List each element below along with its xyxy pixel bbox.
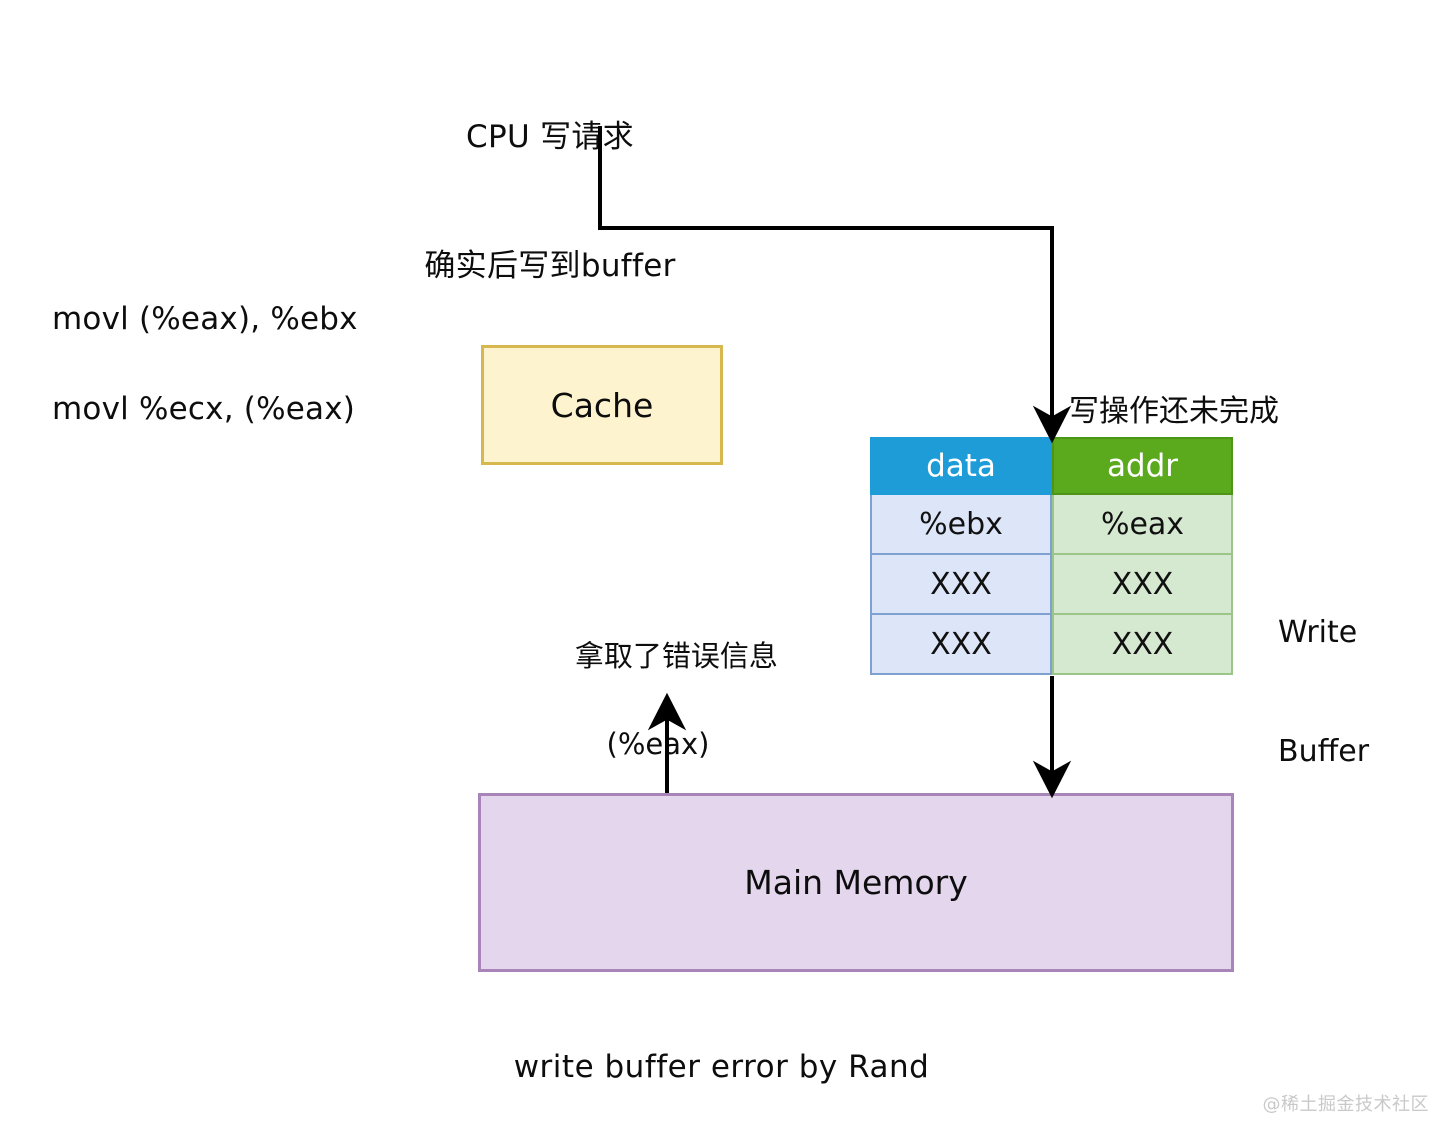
table-row: %ebx (870, 495, 1052, 555)
write-buffer-label-line1: Write (1278, 614, 1358, 650)
table-row: XXX (1052, 555, 1233, 615)
cpu-note-line1: CPU 写请求 (466, 118, 634, 155)
watermark: @稀土掘金技术社区 (1262, 1093, 1429, 1115)
table-row: XXX (870, 555, 1052, 615)
fetch-note-line1: 拿取了错误信息 (574, 638, 778, 673)
write-buffer-label: Write Buffer (1278, 533, 1369, 852)
main-memory-label: Main Memory (744, 863, 968, 902)
main-memory-box: Main Memory (478, 793, 1234, 972)
cache-box: Cache (481, 345, 723, 465)
table-row: %eax (1052, 495, 1233, 555)
column-header-addr: addr (1052, 437, 1233, 495)
table-row: XXX (870, 615, 1052, 675)
column-header-data: data (870, 437, 1052, 495)
cpu-note-line2: 确实后写到buffer (424, 248, 676, 285)
table-row: XXX (1052, 615, 1233, 675)
fetched-stale-data-note: 拿取了错误信息 (%eax) (448, 600, 868, 839)
write-buffer-label-line2: Buffer (1278, 734, 1370, 770)
figure-caption: write buffer error by Rand (513, 1049, 930, 1085)
write-buffer-data-column: data %ebx XXX XXX (870, 437, 1052, 675)
cache-label: Cache (550, 385, 654, 425)
write-buffer-table: data %ebx XXX XXX addr %eax XXX XXX (870, 437, 1233, 675)
instruction-store: movl %ecx, (%eax) (52, 391, 356, 427)
instruction-load: movl (%eax), %ebx (52, 301, 358, 337)
write-buffer-addr-column: addr %eax XXX XXX (1052, 437, 1233, 675)
write-pending-note: 写操作还未完成 (1069, 394, 1279, 429)
fetch-note-line2: (%eax) (606, 727, 710, 762)
